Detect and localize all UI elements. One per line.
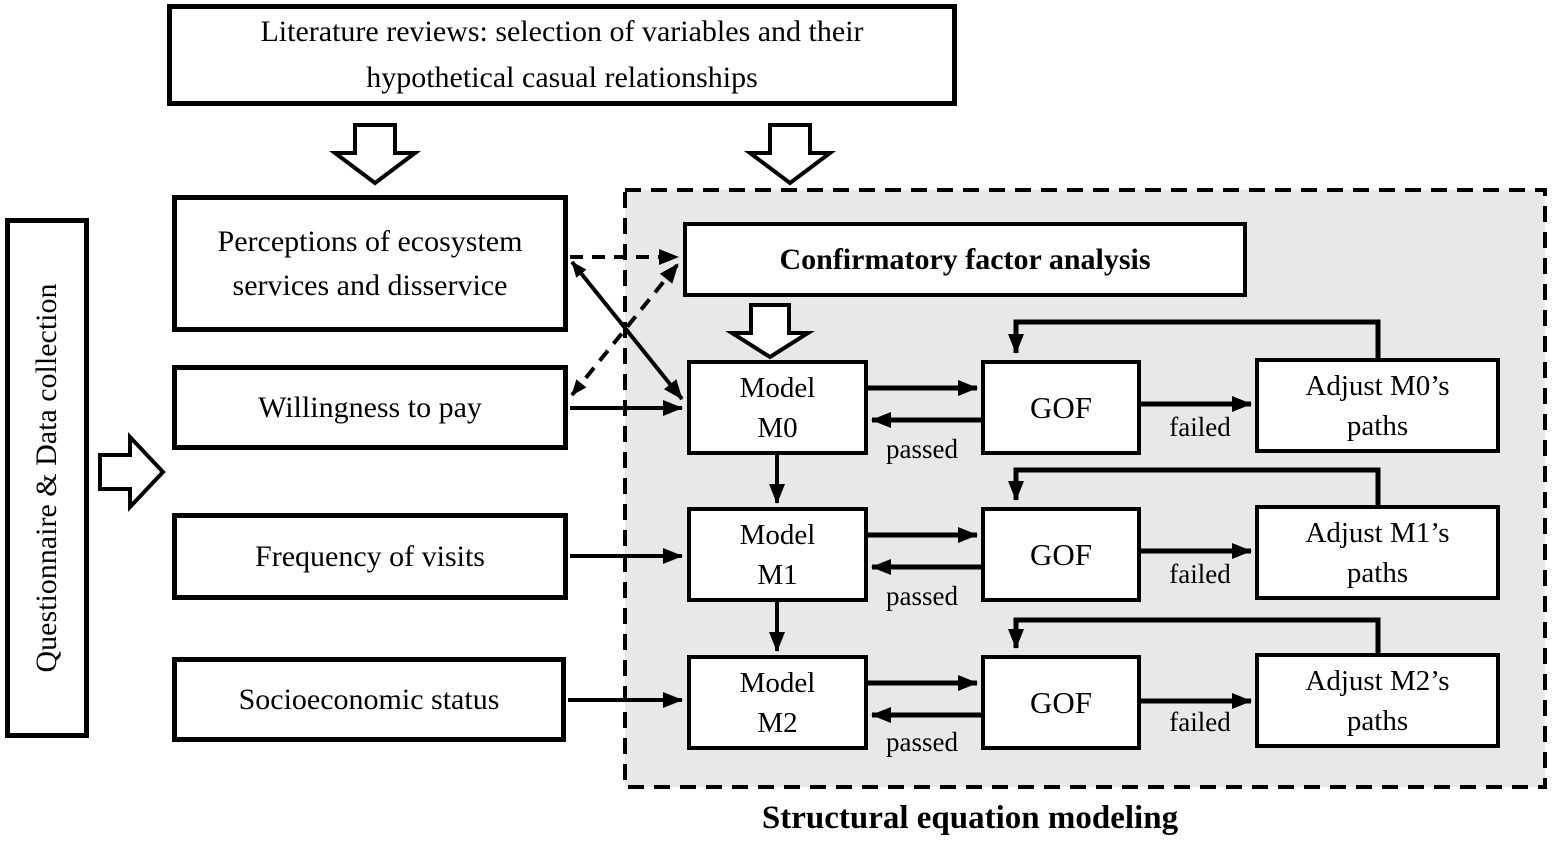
literature-review-label: Literature reviews: selection of variabl… (260, 15, 864, 94)
model-m0-line1: Model (739, 371, 816, 404)
gof-m2-label: GOF (1029, 684, 1092, 720)
willingness-box: Willingness to pay (172, 365, 568, 450)
frequency-label: Frequency of visits (255, 539, 485, 573)
model-m1-box: Model M1 (687, 507, 868, 602)
passed-m2-label: passed (886, 727, 958, 757)
adjust-m0-label: Adjust M0’s paths (1305, 369, 1450, 442)
cfa-label: Confirmatory factor analysis (779, 242, 1151, 276)
model-m1-line1: Model (739, 518, 816, 551)
socioeconomic-label: Socioeconomic status (238, 682, 500, 716)
perceptions-box: Perceptions of ecosystem services and di… (172, 195, 568, 332)
adjust-m0-box: Adjust M0’s paths (1255, 358, 1500, 453)
model-m2-line2: M2 (757, 706, 798, 739)
gof-m0-box: GOF (981, 360, 1141, 455)
feedback-adjust-m1-to-gof (1008, 467, 1381, 505)
model-m0-label: Model M0 (740, 368, 816, 448)
block-arrow-literature-left (329, 123, 421, 186)
block-arrow-literature-right (744, 123, 836, 186)
model-m0-box: Model M0 (687, 360, 868, 455)
questionnaire-panel-label: Questionnaire & Data collection (30, 283, 63, 673)
gof-m1-label: GOF (1029, 536, 1092, 572)
gof-m0-label: GOF (1029, 389, 1092, 425)
questionnaire-panel: Questionnaire & Data collection (5, 218, 89, 738)
socioeconomic-box: Socioeconomic status (172, 657, 566, 742)
perceptions-label: Perceptions of ecosystem services and di… (217, 224, 523, 302)
adjust-m2-box: Adjust M2’s paths (1255, 653, 1500, 748)
model-m2-label: Model M2 (740, 663, 816, 743)
model-m1-line2: M1 (757, 558, 798, 591)
adjust-m1-label: Adjust M1’s paths (1305, 516, 1450, 589)
block-arrow-cfa-down (725, 303, 815, 360)
frequency-box: Frequency of visits (172, 513, 568, 600)
adjust-m1-box: Adjust M1’s paths (1255, 505, 1500, 600)
model-m0-line2: M0 (757, 411, 798, 444)
cfa-box: Confirmatory factor analysis (683, 222, 1247, 297)
block-arrow-questionnaire-right (98, 431, 166, 513)
failed-m1-label: failed (1169, 559, 1231, 589)
failed-m2-label: failed (1169, 707, 1231, 737)
gof-m1-box: GOF (981, 507, 1141, 602)
feedback-adjust-m2-to-gof (1008, 617, 1381, 653)
arrow-perceptions-to-model-m0 (570, 260, 684, 401)
gof-m2-box: GOF (981, 655, 1141, 750)
sem-title: Structural equation modeling (761, 800, 1179, 836)
willingness-label: Willingness to pay (258, 390, 482, 424)
failed-m0-label: failed (1169, 412, 1231, 442)
feedback-adjust-m0-to-gof (1008, 319, 1381, 358)
passed-m1-label: passed (886, 581, 958, 611)
passed-m0-label: passed (886, 434, 958, 464)
literature-review-box: Literature reviews: selection of variabl… (167, 4, 957, 106)
adjust-m2-label: Adjust M2’s paths (1305, 664, 1450, 737)
arrow-willingness-cfa-dashed (570, 262, 680, 397)
model-m2-box: Model M2 (687, 655, 868, 750)
model-m1-label: Model M1 (740, 515, 816, 595)
model-m2-line1: Model (739, 666, 816, 699)
